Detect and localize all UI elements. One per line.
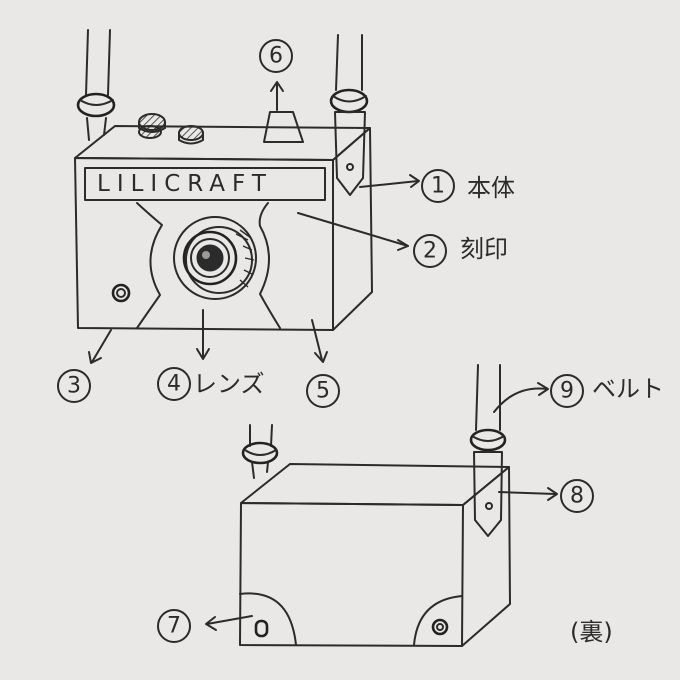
callout-4: 4 レンズ	[157, 367, 265, 401]
front-strap-tab	[334, 111, 366, 196]
front-body-top	[74, 125, 371, 161]
callout-2-label: 刻印	[460, 235, 508, 263]
callout-4-label: レンズ	[193, 370, 265, 398]
callout-4-circle	[157, 367, 191, 401]
back-corner-right	[413, 595, 463, 646]
front-right-strap	[329, 34, 369, 114]
brand-engraving: LILICRAFT	[97, 171, 273, 197]
callout-9-label: ベルト	[592, 375, 664, 403]
callout-9-number: 9	[560, 379, 574, 404]
callout-4-number: 4	[167, 372, 181, 397]
back-left-strap	[241, 424, 279, 479]
back-camera	[239, 364, 511, 647]
back-strap-rivet	[485, 502, 493, 510]
front-left-strap	[76, 29, 116, 141]
callout-9: 9 ベルト	[550, 374, 664, 408]
callout-5-number: 5	[316, 379, 330, 404]
callout-1-label: 本体	[467, 174, 515, 202]
top-dials	[138, 113, 204, 145]
callout-7-circle	[157, 609, 191, 643]
front-button	[111, 283, 131, 303]
callout-arrows	[88, 81, 558, 631]
callout-2-circle	[413, 234, 447, 268]
callout-9-circle	[550, 374, 584, 408]
front-body-side	[332, 127, 373, 331]
brand-plate	[84, 167, 326, 201]
callout-8-circle	[560, 479, 594, 513]
callout-3-number: 3	[67, 374, 81, 399]
front-panel-lines	[136, 202, 281, 329]
callout-3: 3	[57, 369, 91, 403]
callout-8: 8	[560, 479, 594, 513]
back-strap-tab	[473, 451, 503, 537]
callout-2: 2 刻印	[413, 234, 508, 268]
callout-7: 7	[157, 609, 191, 643]
callout-2-number: 2	[423, 239, 437, 264]
callout-3-circle	[57, 369, 91, 403]
back-body-top	[240, 463, 510, 506]
front-camera: LILICRAFT	[74, 29, 373, 331]
viewfinder	[263, 111, 304, 143]
callout-6-circle	[259, 39, 293, 73]
back-right-strap	[469, 364, 507, 452]
callout-5-circle	[306, 374, 340, 408]
back-body-face	[239, 502, 464, 647]
back-body-side	[461, 466, 511, 647]
callout-1-number: 1	[431, 174, 445, 199]
callout-6-number: 6	[269, 44, 283, 69]
back-side-note: (裏)	[570, 618, 613, 646]
back-corner-left	[239, 592, 297, 646]
callout-7-number: 7	[167, 614, 181, 639]
callout-6: 6	[259, 39, 293, 73]
front-strap-rivet	[346, 163, 354, 171]
callout-1: 1 本体	[421, 169, 515, 203]
lens	[173, 216, 257, 300]
callout-8-number: 8	[570, 484, 584, 509]
callout-1-circle	[421, 169, 455, 203]
callout-5: 5	[306, 374, 340, 408]
